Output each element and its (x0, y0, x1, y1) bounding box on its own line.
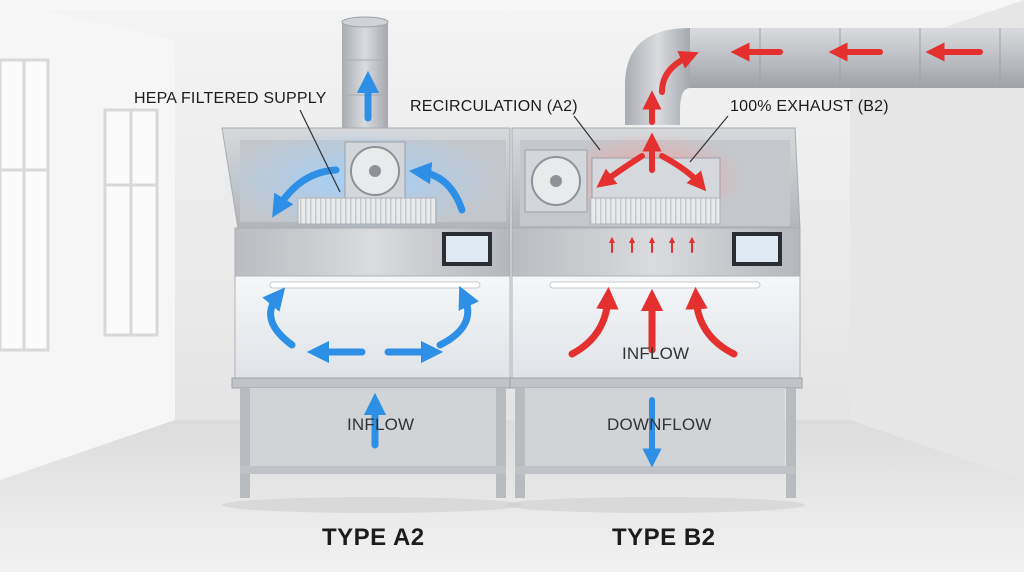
b2-filter-inflow-arrows (608, 236, 696, 253)
recirculation-callout: RECIRCULATION (A2) (410, 98, 578, 115)
a2-inflow-label: INFLOW (347, 415, 415, 434)
hepa-supply-callout: HEPA FILTERED SUPPLY (134, 90, 327, 107)
a2-work-left-arrow (262, 287, 296, 349)
b2-inflow-label: INFLOW (622, 344, 690, 363)
a2-fan-icon (344, 141, 406, 201)
recirc-leader-line (573, 115, 601, 151)
type-b2-title: TYPE B2 (612, 524, 716, 551)
a2-control-screen-icon (442, 232, 492, 266)
callout-leaders (299, 109, 729, 193)
b2-hepa-filter (589, 197, 721, 225)
b2-control-screen-icon (732, 232, 782, 266)
b2-elbow-arrow (659, 50, 699, 95)
b2-floor-shadow (505, 497, 805, 513)
b2-downflow-label: DOWNFLOW (607, 415, 712, 434)
hepa-leader-line (299, 109, 341, 193)
b2-airflow-arrows (568, 42, 983, 358)
right-wall (850, 0, 1024, 480)
room-ceiling (0, 0, 1024, 10)
b2-work-right-arrow (685, 286, 738, 358)
a2-floor-shadow (222, 497, 522, 513)
b2-work-left-arrow (568, 286, 619, 358)
room-floor (0, 420, 1024, 572)
exhaust-leader-line (689, 115, 729, 163)
b2-plenum-left-arrow (596, 153, 645, 188)
a2-work-right-arrow (436, 285, 479, 349)
exhaust-callout: 100% EXHAUST (B2) (730, 98, 889, 115)
type-a2-title: TYPE A2 (322, 524, 425, 551)
window-left (0, 58, 50, 352)
a2-hepa-filter (297, 197, 437, 225)
window-right (103, 108, 159, 337)
a2-recirc-right-arrow (408, 161, 466, 214)
b2-fan-icon (524, 149, 588, 213)
b2-plenum-right-arrow (659, 153, 707, 192)
